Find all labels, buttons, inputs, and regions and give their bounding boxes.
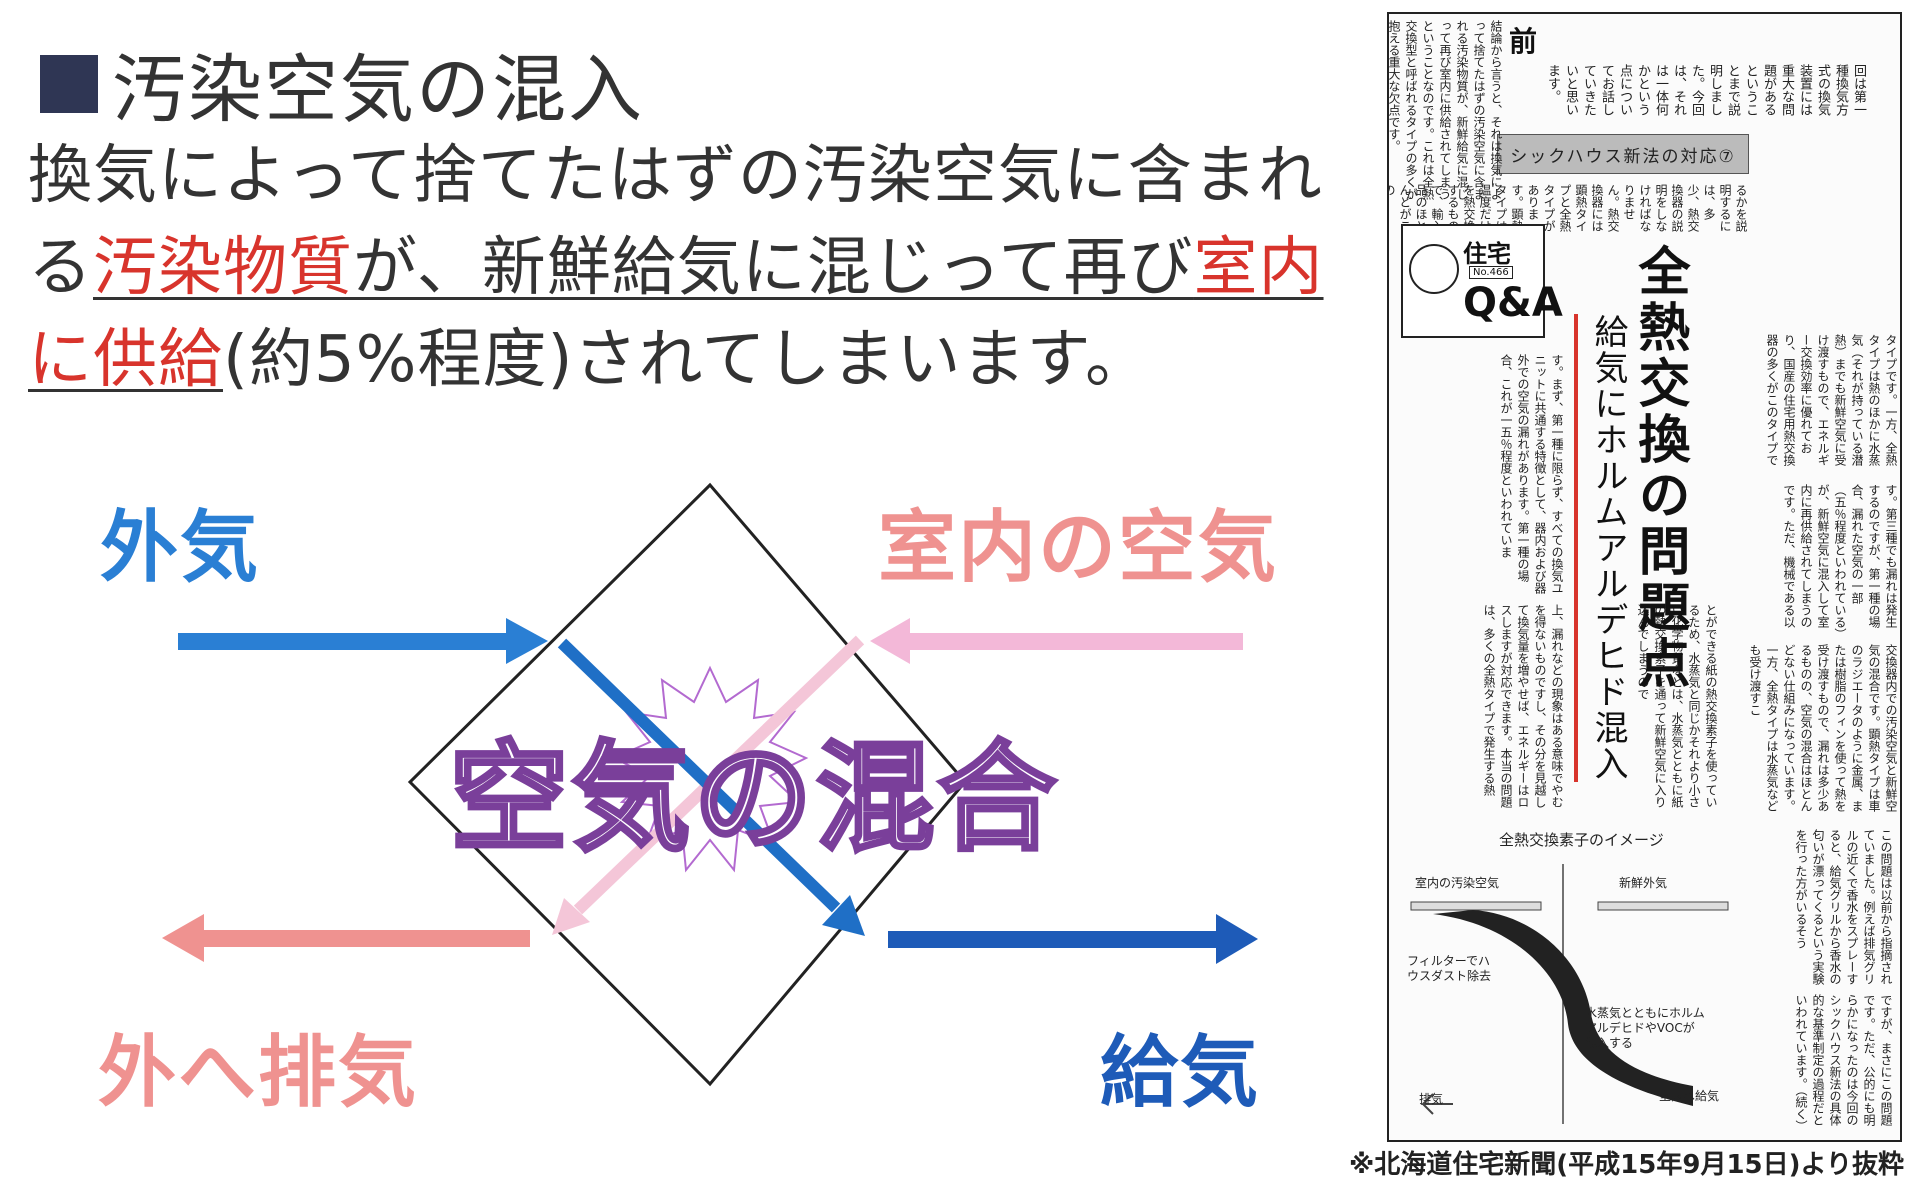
character-face-icon <box>1409 244 1459 294</box>
outside-air-diagonal <box>557 638 841 913</box>
figure-label-indoor-polluted: 室内の汚染空気 <box>1415 876 1500 890</box>
news-column-1: 回は第一種換気方式の換気装置には重大な問題があるということまで説明しました。今回… <box>1545 64 1866 116</box>
square-bullet-icon <box>40 54 98 113</box>
source-citation: ※北海道住宅新聞(平成15年9月15日)より抜粋 <box>1349 1150 1904 1180</box>
news-column-8: 上、漏れなどの現象はある意味でやむを得ないものですし、その分を見越して換気量を増… <box>1482 604 1564 808</box>
air-mixing-diagram: 外気 室内の空気 外へ排気 給気 空気の混合 <box>0 440 1340 1189</box>
figure-label-to-indoor: 室内へ給気 <box>1659 1089 1720 1103</box>
figure-label-mix: 水蒸気とともにホルムアルデヒドやVOCが混入する <box>1585 1006 1705 1050</box>
lead-part-2: が、新鮮給気に混じって再び <box>353 231 1194 305</box>
news-column-3: るかを説明するには、多少、熱交換器の説明をしなければなりません。熱交換器には顕熱… <box>1387 184 1748 232</box>
lead-part-1: 換気によって捨てたはずの汚染空気に含まれる <box>28 139 1323 305</box>
lead-paragraph: 換気によって捨てたはずの汚染空気に含まれる汚染物質が、新鮮給気に混じって再び室内… <box>28 130 1338 406</box>
news-column-11: ですが、まさにこの問題です。ただ、公的にも明らかになったのは今回のシックハウス新… <box>1794 994 1893 1132</box>
qa-logo-big-text: Q&A <box>1463 280 1563 326</box>
qa-logo-number: No.466 <box>1469 266 1513 279</box>
newspaper-banner: シックハウス新法の対応⑦ <box>1497 134 1749 174</box>
newspaper-headline: 全熱交換の問題点 <box>1629 244 1689 692</box>
news-column-6: 交換器内での汚染空気と新鮮空気の混合です。顕熱タイプは車のラジエータのように金属… <box>1748 644 1898 812</box>
qa-logo-small-text: 住宅 <box>1463 240 1511 268</box>
lead-highlight-indoor-supply: 室内に供給 <box>28 231 1324 397</box>
label-supply: 給気 <box>1100 1028 1261 1118</box>
slide-title-text: 汚染空気の混入 <box>112 47 644 133</box>
label-outside-air: 外気 <box>100 503 261 593</box>
label-indoor-air: 室内の空気 <box>878 503 1279 593</box>
news-column-4: タイプです。一方、全熱タイプは熱のほかに水蒸気（それが持っている潜熱）までも新鮮… <box>1765 334 1898 466</box>
heat-exchanger-diamond <box>407 482 967 1087</box>
newspaper-subheadline: 給気にホルムアルデヒド混入 <box>1574 314 1633 782</box>
supply-arrow-shaft <box>888 931 1218 948</box>
label-air-mixing: 空気の混合 <box>448 727 1061 869</box>
outside-air-diagonal-head <box>822 895 865 936</box>
label-exhaust: 外へ排気 <box>98 1028 419 1118</box>
qa-logo: 住宅 No.466 Q&A <box>1401 224 1563 338</box>
indoor-air-diagonal <box>573 635 865 915</box>
lead-highlight-pollutants: 汚染物質 <box>93 231 353 305</box>
slide-title: 汚染空気の混入 <box>40 30 644 137</box>
news-column-9: とができる紙の熱交換素子を使っているため、水蒸気と同じかそれより小さい化学物質な… <box>1636 604 1718 808</box>
mixing-burst-icon <box>611 665 809 873</box>
indoor-air-diagonal-head <box>552 898 590 935</box>
newspaper-front-mark: 前 <box>1509 25 1538 58</box>
news-column-7: す。まず、第一種に限らず、すべての換気ユニットに共通する特徴として、器内および器… <box>1499 354 1564 594</box>
outside-air-arrow-shaft <box>178 633 508 650</box>
indoor-air-arrow-head <box>870 618 910 664</box>
newspaper-clipping: 前 シックハウス新法の対応⑦ 回は第一種換気方式の換気装置には重大な問題があると… <box>1387 12 1902 1142</box>
figure-label-filter: フィルターでハウスダスト除去 <box>1407 954 1492 983</box>
supply-arrow-head <box>1216 914 1258 964</box>
lead-part-3: (約5%程度)されてしまいます。 <box>223 323 1151 397</box>
figure-label-fresh-outside: 新鮮外気 <box>1619 876 1668 890</box>
figure-label-exhaust: 排気 <box>1419 1092 1444 1106</box>
figure-title: 全熱交換素子のイメージ <box>1499 831 1664 849</box>
news-column-10: この問題は以前から指摘されていました。例えば排気グリルの近くで香水をスプレーする… <box>1794 829 1893 985</box>
air-mixing-diagram-svg <box>162 482 1258 1087</box>
news-column-5: す。第三種でも漏れは発生するのですが、第一種の場合、漏れた空気の一部（五％程度と… <box>1782 484 1898 634</box>
indoor-air-arrow-shaft <box>908 633 1243 650</box>
heat-exchange-element-figure <box>1410 864 1729 1124</box>
figure-exchange-band <box>1433 910 1693 1106</box>
lead-underlined-1: 汚染物質が、新鮮給気に混じって再び室内に供給 <box>28 231 1324 397</box>
figure-exhaust-arrow-icon <box>1420 1093 1453 1115</box>
exhaust-arrow-head <box>162 914 204 962</box>
figure-filter-right <box>1597 901 1729 911</box>
news-column-2: 結論から言うと、それは換気によって捨てたはずの汚染空気に含まれる汚染物質が、新鮮… <box>1387 20 1503 200</box>
figure-filter-left <box>1410 901 1542 911</box>
outside-air-arrow-head <box>506 618 548 664</box>
exhaust-arrow-shaft <box>200 930 530 947</box>
